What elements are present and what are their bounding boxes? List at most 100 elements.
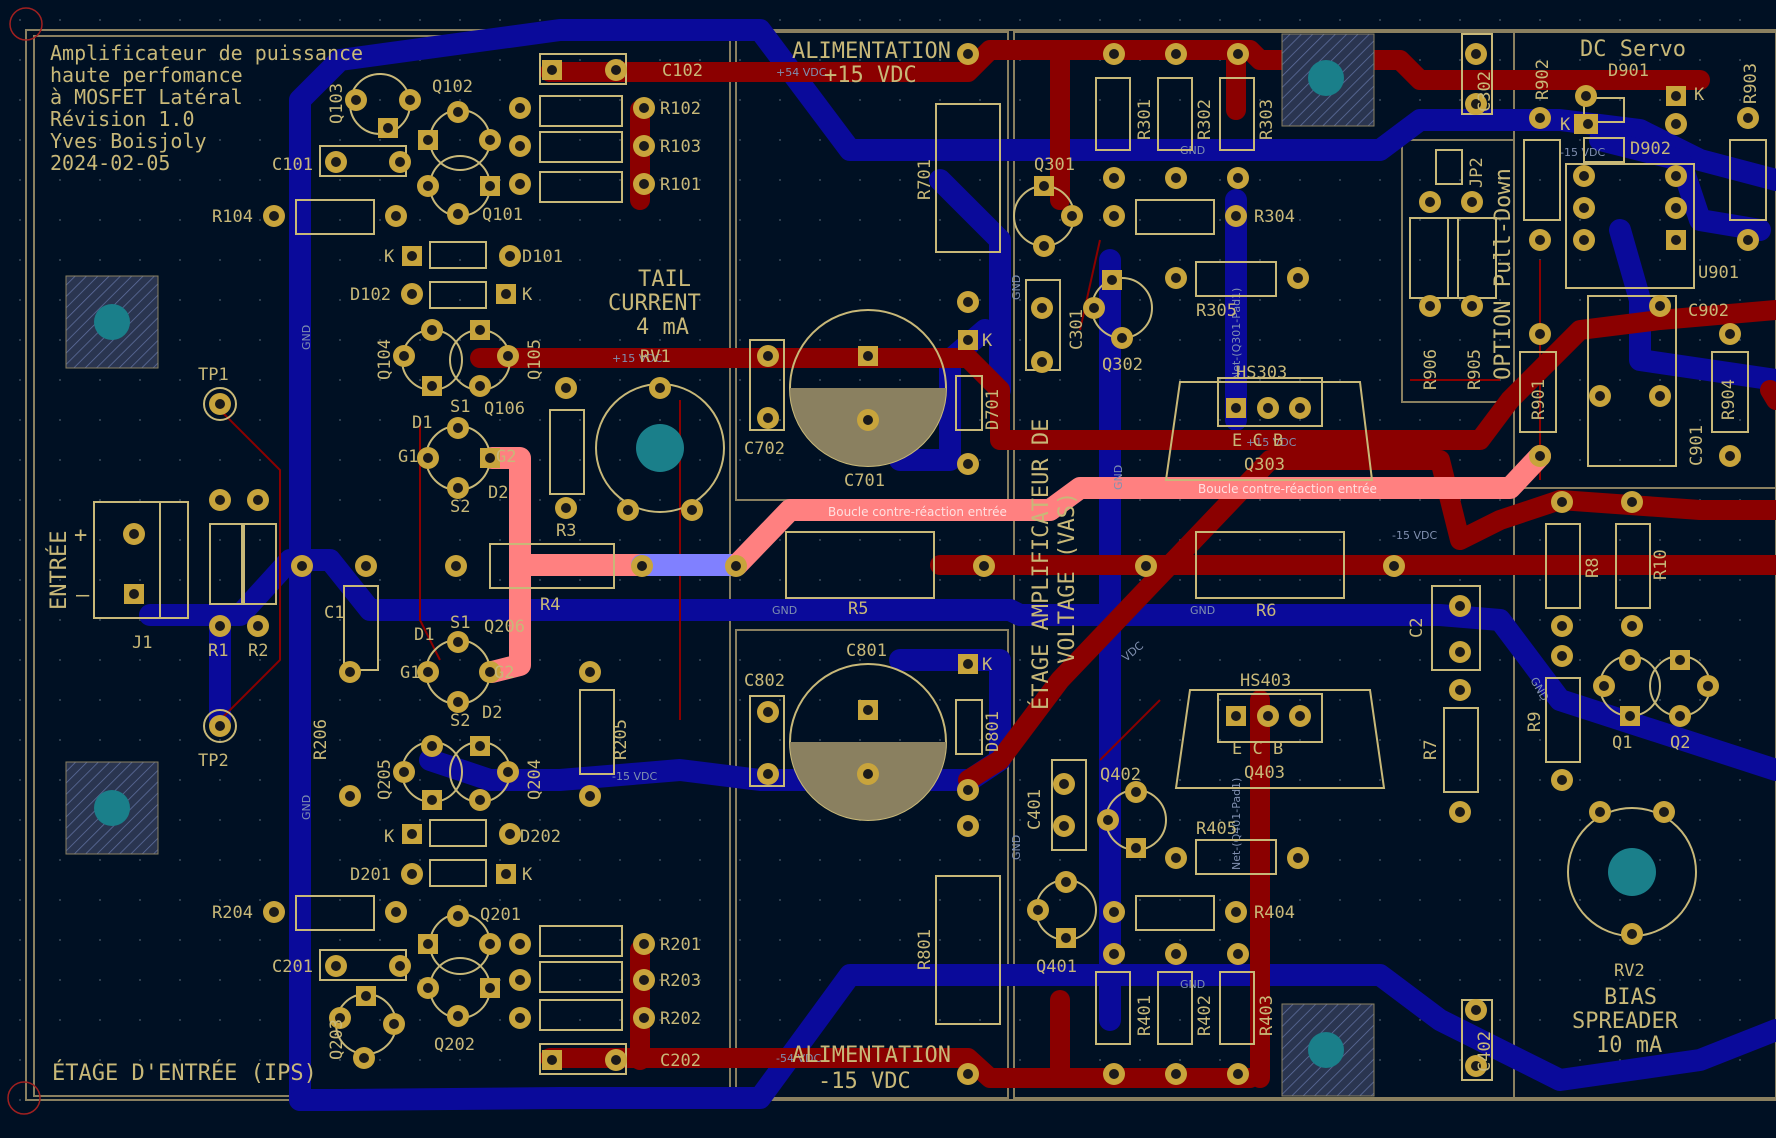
refdes-r904: R904 [1719,379,1739,420]
refdes-q203: Q203 [327,1019,347,1060]
refdes-k-d801: K [982,655,993,675]
refdes-c401: C401 [1025,789,1045,830]
refdes-u901: U901 [1698,263,1739,283]
feedback-net-label-2: Boucle contre-réaction entrée [1198,482,1377,496]
q403-pin-labels: E C B [1232,739,1283,759]
refdes-r3: R3 [556,521,576,541]
refdes-r4: R4 [540,595,560,615]
refdes-k-d201: K [522,865,533,885]
refdes-q201: Q201 [480,905,521,925]
refdes-q205: Q205 [375,759,395,800]
supply-pos-value: +15 VDC [824,63,917,88]
vas-section-label-2: VOLTAGE (VAS) [1055,492,1080,664]
refdes-c701: C701 [844,471,885,491]
refdes-r903: R903 [1741,63,1761,104]
refdes-d202: D202 [520,827,561,847]
refdes-q104: Q104 [375,339,395,380]
refdes-k-d901: K [1694,85,1705,105]
refdes-r301: R301 [1135,99,1155,140]
refdes-k-d102: K [522,285,533,305]
refdes-r104: R104 [212,207,253,227]
gnd-net-label: GND [1112,465,1125,490]
title-line-1: Amplificateur de puissance [50,41,363,65]
origin-marker-bl [7,1081,41,1115]
title-line-6: 2024-02-05 [50,151,170,175]
title-line-2: haute perfomance [50,63,243,87]
refdes-d201: D201 [350,865,391,885]
refdes-hs303: HS303 [1236,363,1287,383]
refdes-k-d701: K [982,331,993,351]
refdes-c1: C1 [324,603,344,623]
refdes-r5: R5 [848,599,868,619]
refdes-q103: Q103 [327,83,347,124]
gnd-net-label: GND [300,325,313,350]
refdes-s2-bottom: S2 [450,711,470,731]
refdes-r8: R8 [1583,558,1603,578]
refdes-q402: Q402 [1100,765,1141,785]
capacitor-c701 [789,309,947,467]
net-q301-label: Net-(Q301-Pad1) [1230,288,1243,380]
gnd-net-label: GND [1190,604,1215,617]
refdes-q302: Q302 [1102,355,1143,375]
gnd-net-label: GND [1010,275,1023,300]
refdes-q403: Q403 [1244,763,1285,783]
refdes-r303: R303 [1257,99,1277,140]
refdes-d902: D902 [1630,139,1671,159]
refdes-r906: R906 [1421,349,1441,390]
refdes-r304: R304 [1254,207,1295,227]
refdes-r403: R403 [1257,995,1277,1036]
refdes-c702: C702 [744,439,785,459]
refdes-q101: Q101 [482,205,523,225]
refdes-s1-top: S1 [450,397,470,417]
m15-net-label: -15 VDC [612,770,657,783]
refdes-r402: R402 [1195,995,1215,1036]
input-minus-label: – [76,583,90,608]
ips-section-label: ÉTAGE D'ENTRÉE (IPS) [52,1060,317,1086]
feedback-net-label-1: Boucle contre-réaction entrée [828,505,1007,519]
input-label: ENTRÉE [46,531,72,610]
tail-current-line-2: CURRENT [608,291,701,316]
refdes-c201: C201 [272,957,313,977]
refdes-d701: D701 [983,389,1003,430]
feedback-net-highlight [481,445,1551,683]
refdes-g2-bottom: G2 [494,663,514,683]
option-pulldown-label: OPTION Pull-Down [1491,168,1516,380]
trimmer-rv2 [1567,801,1697,945]
tail-current-line-3: 4 mA [636,315,689,340]
title-line-3: à MOSFET Latéral [50,85,243,109]
refdes-r203: R203 [660,971,701,991]
refdes-r103: R103 [660,137,701,157]
refdes-q206: Q206 [484,617,525,637]
refdes-q202: Q202 [434,1035,475,1055]
refdes-c902: C902 [1688,301,1729,321]
refdes-d2-bottom: D2 [482,703,502,723]
front-copper-traces [470,40,1776,1088]
refdes-r901: R901 [1529,379,1549,420]
refdes-g1-bottom: G1 [400,663,420,683]
q303-pin-labels: E C B [1232,431,1283,451]
bias-line-1: BIAS [1604,985,1657,1010]
refdes-hs403: HS403 [1240,671,1291,691]
vas-section-label-1: ÉTAGE AMPLIFICATEUR DE [1028,419,1054,710]
p15-net-label: +15 VDC [612,352,663,365]
refdes-d1-top: D1 [412,413,432,433]
refdes-d101: D101 [522,247,563,267]
refdes-c102: C102 [662,61,703,81]
refdes-r201: R201 [660,935,701,955]
refdes-q401: Q401 [1036,957,1077,977]
refdes-c2: C2 [1407,618,1427,638]
refdes-c402: C402 [1475,1031,1495,1072]
refdes-c202: C202 [660,1051,701,1071]
refdes-k-d202: K [384,827,395,847]
bias-line-2: SPREADER [1572,1009,1679,1034]
refdes-r305: R305 [1196,301,1237,321]
refdes-r101: R101 [660,175,701,195]
refdes-j1: J1 [132,633,152,653]
refdes-r404: R404 [1254,903,1295,923]
test-points [203,387,237,743]
refdes-c801: C801 [846,641,887,661]
capacitor-c801 [789,663,947,821]
trimmer-rv1 [595,377,725,521]
refdes-q301: Q301 [1034,155,1075,175]
